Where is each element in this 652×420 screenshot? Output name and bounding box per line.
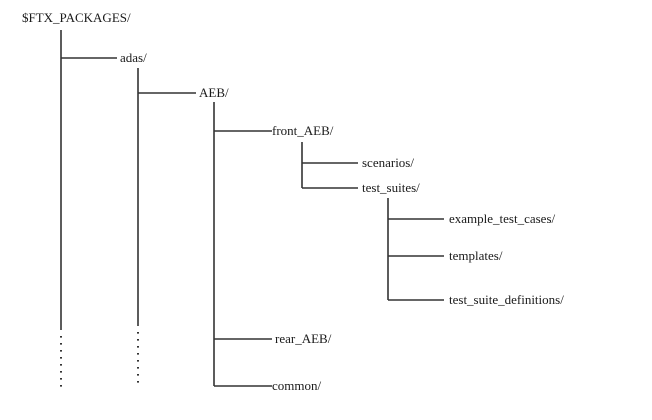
- tree-node-aeb: AEB/: [199, 85, 229, 100]
- tree-node-root: $FTX_PACKAGES/: [22, 10, 131, 25]
- tree-node-front-aeb: front_AEB/: [272, 123, 334, 138]
- tree-node-test-suites: test_suites/: [362, 180, 420, 195]
- tree-node-templates: templates/: [449, 248, 503, 263]
- tree-node-adas: adas/: [120, 50, 147, 65]
- tree-node-rear-aeb: rear_AEB/: [275, 331, 332, 346]
- tree-node-scenarios: scenarios/: [362, 155, 414, 170]
- tree-node-example-test-cases: example_test_cases/: [449, 211, 556, 226]
- tree-node-test-suite-definitions: test_suite_definitions/: [449, 292, 564, 307]
- tree-node-common: common/: [272, 378, 322, 393]
